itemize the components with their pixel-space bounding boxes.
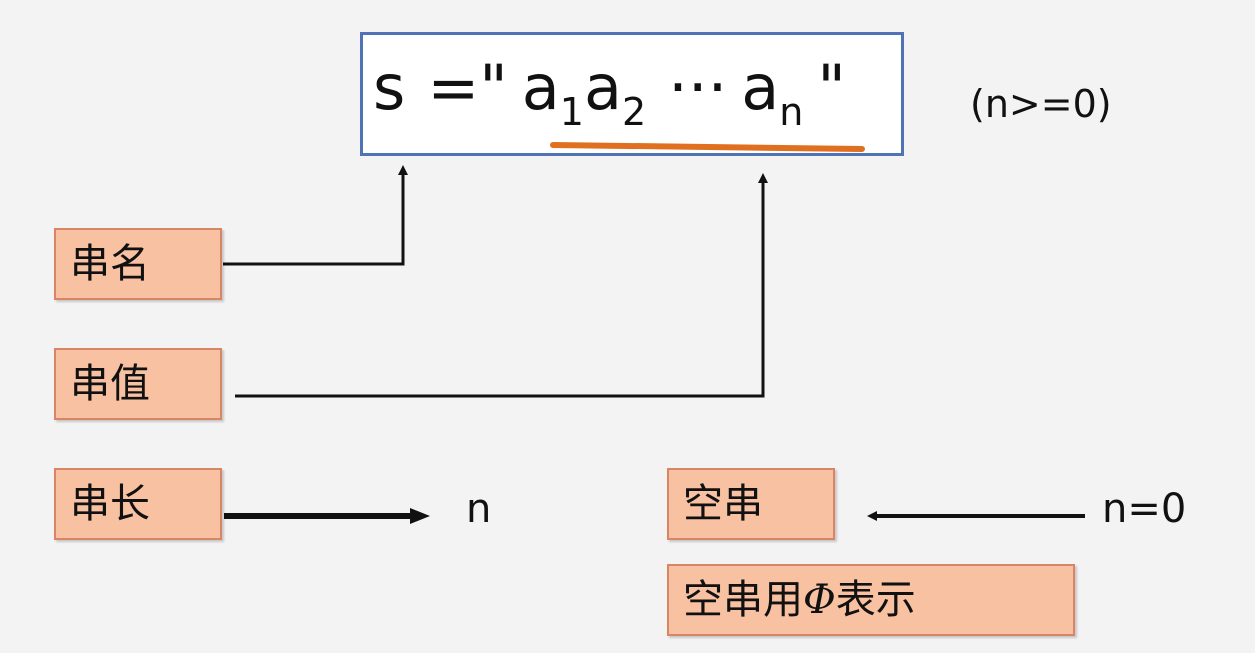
formula-sub-n: n xyxy=(779,90,804,134)
length-condition: (n>=0) xyxy=(970,82,1112,126)
length-value: n xyxy=(466,486,492,532)
label-empty-symbol: 空串用Φ表示 xyxy=(667,564,1075,636)
formula-char-1: a xyxy=(521,51,560,124)
value-underline xyxy=(550,142,865,152)
formula-char-n: a xyxy=(741,51,780,124)
formula-ellipsis: ··· xyxy=(668,51,728,124)
name-connector-arrow xyxy=(223,165,408,266)
formula-box: s="a1a2···an" xyxy=(360,32,904,156)
formula-sub-1: 1 xyxy=(559,90,584,134)
empty-condition: n=0 xyxy=(1102,486,1187,532)
formula-equals: =" xyxy=(427,51,508,124)
empty-set-symbol: Φ xyxy=(803,577,836,623)
formula-close-quote: " xyxy=(817,51,846,124)
formula-name: s xyxy=(373,51,406,124)
string-formula: s="a1a2···an" xyxy=(373,57,846,143)
label-empty-string: 空串 xyxy=(667,468,835,540)
empty-symbol-suffix: 表示 xyxy=(835,577,916,623)
label-string-length: 串长 xyxy=(54,468,222,540)
label-string-name: 串名 xyxy=(54,228,222,300)
value-connector-arrow xyxy=(235,173,768,398)
label-string-value: 串值 xyxy=(54,348,222,420)
formula-char-2: a xyxy=(583,51,622,124)
formula-sub-2: 2 xyxy=(621,90,647,134)
empty-symbol-prefix: 空串用 xyxy=(683,577,803,623)
